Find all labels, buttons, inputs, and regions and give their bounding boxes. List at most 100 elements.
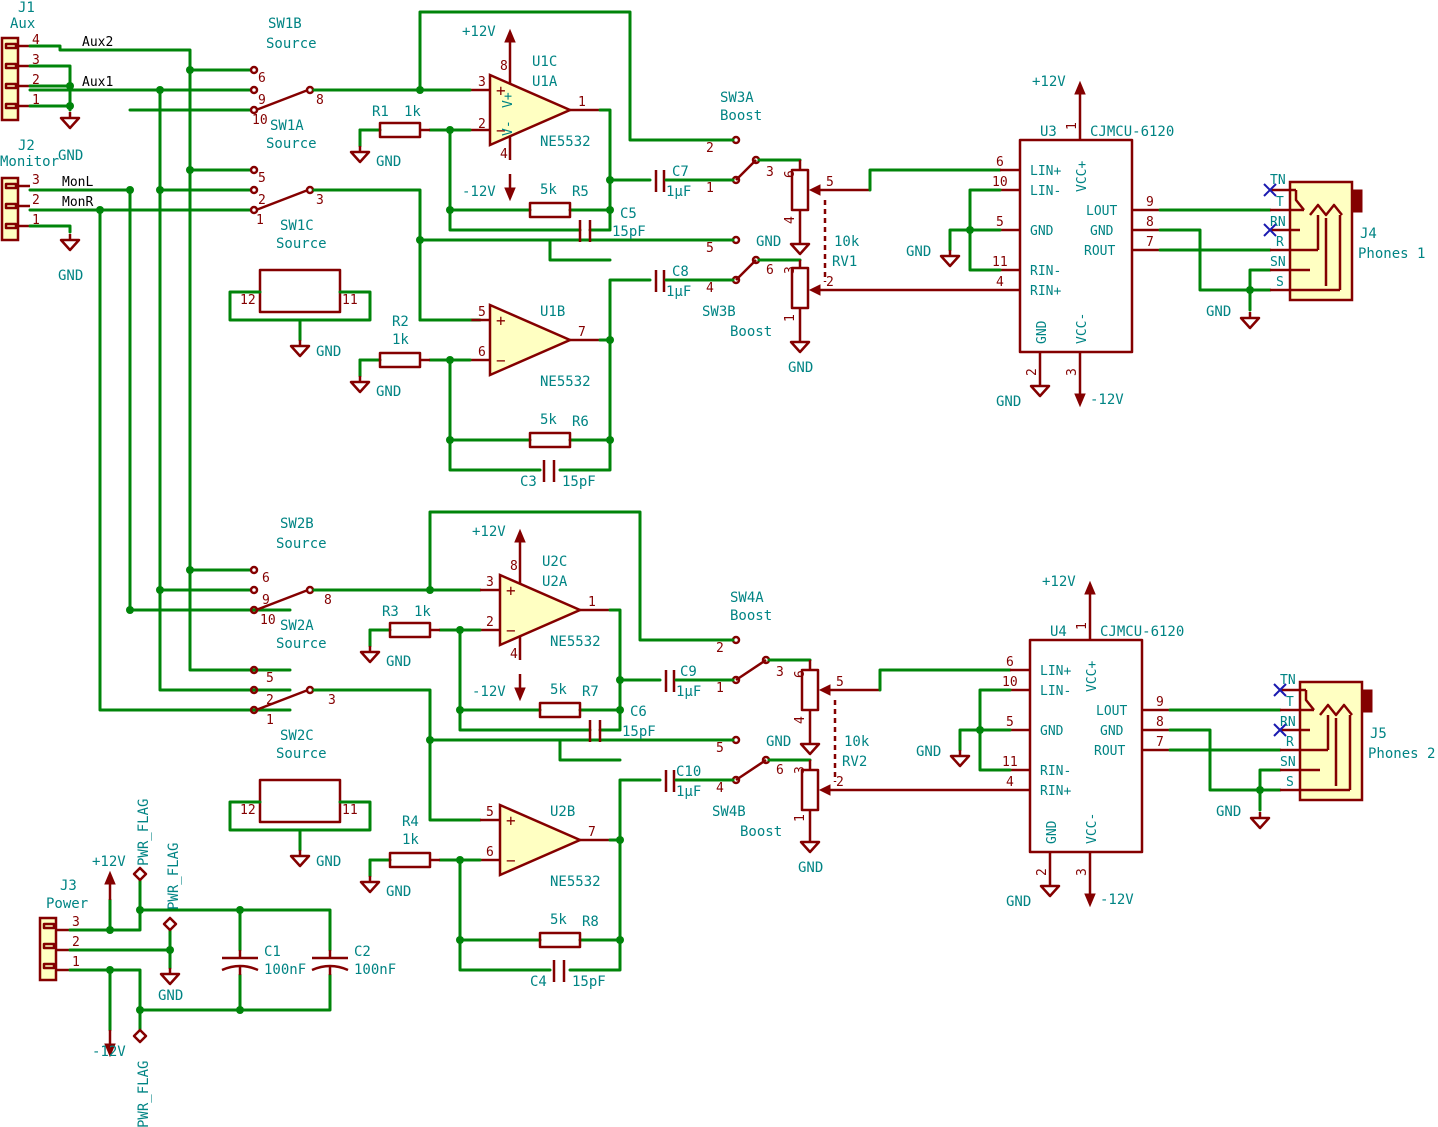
r6-resistor[interactable]: 5k R6	[528, 412, 589, 449]
svg-text:−: −	[506, 851, 516, 870]
op-pin: 2	[486, 615, 494, 630]
cap-value: 1µF	[666, 284, 691, 300]
pot-ref: RV1	[832, 254, 857, 270]
r1-resistor[interactable]: R1 1k	[372, 104, 430, 139]
c9-capacitor[interactable]: C9 1µF	[664, 664, 702, 700]
gnd-symbol	[799, 834, 821, 854]
op-value: NE5532	[540, 374, 591, 390]
gnd-symbol	[1249, 810, 1271, 830]
sw-ref: SW2A	[280, 618, 314, 634]
plus12v-symbol	[503, 28, 517, 60]
c10-capacitor[interactable]: C10 1µF	[664, 764, 702, 800]
op-pin: 7	[588, 825, 596, 840]
amp-value: CJMCU-6120	[1090, 124, 1174, 140]
amp-pin-label: RIN-	[1030, 264, 1061, 279]
amp-pin-label: GND	[1090, 224, 1114, 239]
u4-wiring	[958, 688, 1282, 812]
j3-power-connector[interactable]: 3 2 1 J3 Power	[38, 878, 88, 982]
j2-monitor-connector[interactable]: 3 2 1 J2 Monitor	[0, 138, 59, 242]
op-ref: U2C	[542, 554, 567, 570]
cap-value: 1µF	[676, 784, 701, 800]
u2b-opamp[interactable]: + − 5 6 7 U2B NE5532	[480, 803, 610, 890]
r5-resistor[interactable]: 5k R5	[528, 182, 589, 219]
c5-capacitor[interactable]: C5 15pF	[578, 206, 646, 242]
gnd-symbol	[349, 144, 371, 164]
rv1-dual-potentiometer[interactable]: 6 4 5 3 1 2 10k RV1	[778, 158, 1000, 336]
sw-pin: 5	[706, 241, 714, 256]
u3-amp-module[interactable]: LIN+ LIN- GND RIN- RIN+ LOUT GND ROUT VC…	[992, 110, 1174, 380]
op-pin: 8	[500, 59, 508, 74]
gnd-label: GND	[386, 654, 411, 670]
c2-capacitor[interactable]: C2 100nF	[311, 944, 396, 978]
amp-pin: 10	[1002, 675, 1018, 690]
j1-aux-connector[interactable]: 4 3 2 1 J1 Aux	[0, 0, 40, 122]
op-pin: 3	[478, 75, 486, 90]
sw3a-boost-switch[interactable]: 2 1 3 SW3A Boost	[698, 90, 782, 196]
cap-ref: C1	[264, 944, 281, 960]
sw2c-source-switch[interactable]: 5 2 1 3 SW2C Source	[249, 665, 482, 822]
power-label: +12V	[92, 854, 126, 870]
c8-capacitor[interactable]: C8 1µF	[654, 264, 702, 300]
cap-ref: C5	[620, 206, 637, 222]
u4-amp-module[interactable]: LIN+ LIN- GND RIN- RIN+ LOUT GND ROUT VC…	[1002, 610, 1184, 880]
amp-pin-label: RIN+	[1040, 784, 1071, 799]
j2-pin: 2	[32, 193, 40, 208]
gnd-symbol	[289, 848, 311, 868]
j3-pin: 1	[72, 955, 80, 970]
u1b-opamp[interactable]: + − 5 6 7 U1B NE5532	[470, 303, 600, 390]
r2-resistor[interactable]: R2 1k	[378, 314, 430, 369]
c1-capacitor[interactable]: C1 100nF	[221, 944, 306, 978]
op-ref: U2A	[542, 574, 568, 590]
c7-capacitor[interactable]: C7 1µF	[654, 164, 702, 200]
gnd-symbol	[59, 232, 81, 252]
sw4a-boost-switch[interactable]: 2 1 3 SW4A Boost	[698, 590, 792, 696]
res-ref: R3	[382, 604, 399, 620]
op-value: NE5532	[550, 634, 601, 650]
c6-capacitor[interactable]: C6 15pF	[588, 704, 656, 742]
input-wiring: Aux2 Aux1 MonL MonR	[28, 35, 292, 712]
gnd-symbol	[799, 736, 821, 756]
j2-pin: 3	[32, 173, 40, 188]
sw-pin: 6	[258, 71, 266, 86]
u2a-opamp[interactable]: + − 3 2 1 8 4 U2C U2A NE5532	[480, 554, 610, 662]
sw-pin: 5	[716, 741, 724, 756]
pot-ref: RV2	[842, 754, 867, 770]
r3-resistor[interactable]: R3 1k	[382, 604, 440, 639]
res-ref: R2	[392, 314, 409, 330]
sw-value: Boost	[720, 108, 762, 124]
pwr-flag-symbols: PWR_FLAG PWR_FLAG PWR_FLAG	[132, 799, 182, 1127]
sw-pin: 9	[258, 93, 266, 108]
op-pin: 4	[500, 147, 508, 162]
r4-resistor[interactable]: R4 1k	[388, 814, 440, 869]
sw1b-source-switch[interactable]: 6 9 10 8 SW1B Source SW1A Source	[249, 16, 422, 152]
sw4b-boost-switch[interactable]: 5 4 6 SW4B Boost	[698, 735, 792, 840]
j4-headphone-jack[interactable]: TN T RN R SN S J4 Phones 1	[1263, 173, 1425, 302]
j5-headphone-jack[interactable]: TN T RN R SN S J5 Phones 2	[1273, 673, 1435, 802]
blank-pin: 12	[240, 803, 256, 818]
r7-resistor[interactable]: 5k R7	[538, 682, 599, 719]
jack-pin-label: S	[1286, 775, 1294, 790]
sw3b-boost-switch[interactable]: 5 4 6 SW3B Boost	[698, 235, 782, 340]
u1a-opamp[interactable]: + − 3 2 1 8 4 V+ V- U1C U1A NE5532	[470, 54, 600, 162]
rv2-dual-potentiometer[interactable]: 6 4 5 3 1 2 10k RV2	[788, 658, 1010, 836]
c3-capacitor[interactable]: C3 15pF	[520, 460, 596, 490]
u3-wiring	[948, 188, 1272, 312]
sw1c-source-switch[interactable]: 5 2 1 3 SW1C Source	[249, 165, 482, 322]
amp-pin: 8	[1146, 215, 1154, 230]
net-label-aux2: Aux2	[82, 35, 113, 50]
j1-ref: J1	[18, 0, 35, 16]
amp-pin-label: GND	[1030, 224, 1054, 239]
j1-pin: 3	[32, 53, 40, 68]
c4-capacitor[interactable]: C4 15pF	[530, 960, 606, 990]
r8-resistor[interactable]: 5k R8	[538, 912, 599, 949]
sw-ref: SW1B	[268, 16, 302, 32]
amp-pin-label: RIN+	[1030, 284, 1061, 299]
sw-value: Boost	[740, 824, 782, 840]
res-value: 5k	[540, 182, 557, 198]
pot-pin: 6	[793, 670, 808, 678]
sw-value: Boost	[730, 324, 772, 340]
pot-pin: 1	[793, 814, 808, 822]
power-wiring	[68, 878, 332, 1032]
sw2b-source-switch[interactable]: 6 9 10 8 SW2B Source SW2A Source	[249, 516, 482, 652]
res-ref: R8	[582, 914, 599, 930]
